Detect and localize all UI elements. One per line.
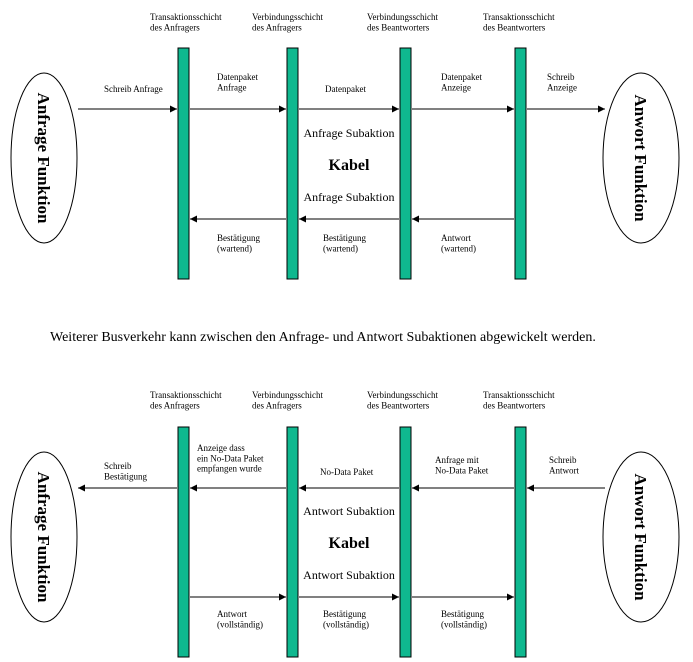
bottom-label-antwort-line-2: (vollständig)	[217, 619, 263, 629]
bottom-request-function-label: Anfrage Funktion	[34, 472, 53, 603]
bottom-bar-requester-transaction	[177, 426, 190, 658]
top-header-requester-link-line-2: des Anfragers	[252, 22, 302, 32]
bottom-label-bestaetigung-2-line-1: Bestätigung	[441, 609, 484, 619]
bottom-subaction-lower: Antwort Subaktion	[303, 568, 395, 582]
top-cable-label: Kabel	[329, 157, 370, 174]
bottom-header-responder-transaction-line-1: Transaktionsschicht	[483, 390, 555, 400]
bottom-label-schreib-antwort-line-2: Antwort	[549, 465, 579, 475]
top-label-bestaetigung-2: Bestätigung(wartend)	[323, 233, 366, 253]
top-header-requester-link-line-1: Verbindungsschicht	[252, 12, 323, 22]
bottom-label-bestaetigung-1: Bestätigung(vollständig)	[323, 609, 369, 629]
bottom-header-requester-transaction-line-1: Transaktionsschicht	[150, 390, 222, 400]
top-bar-requester-link	[286, 47, 299, 280]
top-label-bestaetigung-2-line-2: (wartend)	[323, 243, 358, 253]
bottom-label-anzeige-no-data-line-1: Anzeige dass	[197, 443, 245, 453]
top-label-datenpaket-line-1: Datenpaket	[325, 84, 366, 94]
bottom-header-responder-link-line-2: des Beantworters	[367, 400, 430, 410]
top-response-function-label: Anwort Funktion	[631, 94, 650, 222]
bottom-header-requester-link-line-2: des Anfragers	[252, 400, 302, 410]
top-label-schreib-anzeige-line-2: Anzeige	[547, 82, 577, 92]
bottom-response-function-ellipse	[602, 451, 680, 623]
top-bar-responder-transaction	[514, 47, 527, 280]
top-subaction-lower: Anfrage Subaktion	[304, 190, 395, 204]
top-label-datenpaket-anfrage-line-1: Datenpaket	[217, 72, 258, 82]
top-label-schreib-anfrage-line-1: Schreib Anfrage	[104, 84, 163, 94]
bottom-bar-responder-transaction	[514, 426, 527, 658]
top-label-antwort: Antwort(wartend)	[441, 233, 476, 253]
bottom-bar-responder-link	[399, 426, 412, 658]
bottom-header-requester-transaction-line-2: des Anfragers	[150, 400, 200, 410]
bottom-header-responder-transaction-line-2: des Beantworters	[483, 400, 546, 410]
bottom-label-anfrage-mit-no-data-line-2: No-Data Paket	[435, 465, 489, 475]
bottom-label-bestaetigung-1-line-2: (vollständig)	[323, 619, 369, 629]
bottom-subaction-upper: Antwort Subaktion	[303, 504, 395, 518]
top-header-requester-transaction-line-2: des Anfragers	[150, 22, 200, 32]
top-request-function-ellipse	[10, 72, 78, 244]
bottom-label-anzeige-no-data-line-2: ein No-Data Paket	[197, 453, 264, 463]
bottom-label-antwort: Antwort(vollständig)	[217, 609, 263, 629]
bottom-label-schreib-bestaetigung-line-1: Schreib	[104, 461, 132, 471]
bottom-label-schreib-antwort-line-1: Schreib	[549, 455, 577, 465]
top-label-antwort-line-2: (wartend)	[441, 243, 476, 253]
top-label-datenpaket-anzeige-line-1: Datenpaket	[441, 72, 482, 82]
bottom-label-bestaetigung-2-line-2: (vollständig)	[441, 619, 487, 629]
bottom-header-requester-link-line-1: Verbindungsschicht	[252, 390, 323, 400]
top-bar-responder-link	[399, 47, 412, 280]
bottom-cable-label: Kabel	[329, 535, 370, 552]
top-header-responder-link-line-2: des Beantworters	[367, 22, 430, 32]
top-label-schreib-anzeige-line-1: Schreib	[547, 72, 575, 82]
top-label-bestaetigung-1-line-2: (wartend)	[217, 243, 252, 253]
top-response-function-ellipse	[602, 72, 680, 244]
top-label-schreib-anfrage: Schreib Anfrage	[104, 84, 163, 94]
bottom-response-function-label: Anwort Funktion	[631, 473, 650, 601]
top-subaction-upper: Anfrage Subaktion	[304, 126, 395, 140]
top-label-datenpaket-anzeige-line-2: Anzeige	[441, 82, 471, 92]
bottom-label-bestaetigung-1-line-1: Bestätigung	[323, 609, 366, 619]
top-label-bestaetigung-1: Bestätigung(wartend)	[217, 233, 260, 253]
top-label-bestaetigung-1-line-1: Bestätigung	[217, 233, 260, 243]
bottom-label-bestaetigung-2: Bestätigung(vollständig)	[441, 609, 487, 629]
bottom-label-anzeige-no-data-line-3: empfangen wurde	[197, 464, 262, 474]
top-header-responder-transaction-line-2: des Beantworters	[483, 22, 546, 32]
top-label-datenpaket: Datenpaket	[325, 84, 366, 94]
top-header-requester-transaction-line-1: Transaktionsschicht	[150, 12, 222, 22]
top-label-bestaetigung-2-line-1: Bestätigung	[323, 233, 366, 243]
bottom-bar-requester-link	[286, 426, 299, 658]
top-label-datenpaket-anfrage-line-2: Anfrage	[217, 82, 246, 92]
bottom-label-no-data-paket: No-Data Paket	[320, 467, 374, 477]
top-header-responder-link-line-1: Verbindungsschicht	[367, 12, 438, 22]
bottom-label-schreib-bestaetigung-line-2: Bestätigung	[104, 471, 147, 481]
top-request-function-label: Anfrage Funktion	[34, 93, 53, 224]
top-label-antwort-line-1: Antwort	[441, 233, 471, 243]
bottom-label-anfrage-mit-no-data-line-1: Anfrage mit	[435, 455, 479, 465]
bottom-label-no-data-paket-line-1: No-Data Paket	[320, 467, 374, 477]
top-bar-requester-transaction	[177, 47, 190, 280]
top-header-responder-transaction-line-1: Transaktionsschicht	[483, 12, 555, 22]
bottom-label-antwort-line-1: Antwort	[217, 609, 247, 619]
bottom-request-function-ellipse	[10, 451, 78, 623]
bus-traffic-note: Weiterer Busverkehr kann zwischen den An…	[50, 330, 596, 345]
bottom-header-responder-link-line-1: Verbindungsschicht	[367, 390, 438, 400]
